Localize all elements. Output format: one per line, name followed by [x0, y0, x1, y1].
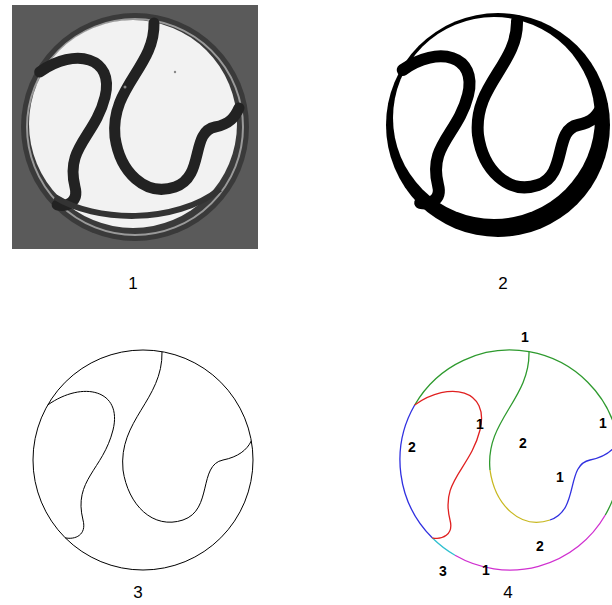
channel-left [40, 58, 107, 205]
segment-number: 2 [408, 440, 416, 454]
segment-number: 1 [521, 330, 529, 344]
ring-outer [386, 13, 610, 237]
outline-curve-right [123, 352, 252, 523]
channel-bottom [55, 189, 220, 216]
disk-face [29, 20, 237, 228]
panel-number: 4 [503, 584, 512, 601]
speck [124, 86, 127, 89]
disk-rim [21, 13, 249, 241]
segment-cyan [432, 538, 455, 556]
segment-number: 1 [599, 416, 607, 430]
segment-blue-right [550, 441, 612, 520]
outline-circle [33, 350, 253, 570]
segment-number: 2 [536, 539, 544, 553]
channel-right [115, 23, 239, 189]
segment-number: 1 [482, 563, 490, 577]
outline-curve-left [48, 391, 115, 538]
segment-number: 1 [476, 417, 484, 431]
segment-number: 3 [439, 564, 447, 578]
segment-green-top [415, 350, 612, 441]
outline-panel [33, 350, 253, 570]
segment-panel [400, 350, 612, 570]
segment-magenta [455, 515, 605, 570]
panel-number: 3 [133, 584, 142, 601]
binary-curve-left [403, 56, 470, 203]
panel-number: 1 [128, 275, 137, 292]
segment-blue-left [400, 405, 432, 538]
segment-red [415, 391, 482, 538]
speck [174, 71, 176, 73]
segment-number: 2 [519, 436, 527, 450]
ring-inner [393, 17, 595, 219]
segment-green-middle [490, 352, 529, 470]
photo-background [12, 5, 258, 249]
rim-highlight [27, 19, 243, 235]
photo-panel [12, 5, 258, 249]
binary-curve-right [478, 21, 602, 187]
segment-yellow [490, 470, 550, 522]
binary-panel [386, 13, 610, 237]
segment-number: 1 [556, 470, 564, 484]
panel-number: 2 [498, 275, 507, 292]
